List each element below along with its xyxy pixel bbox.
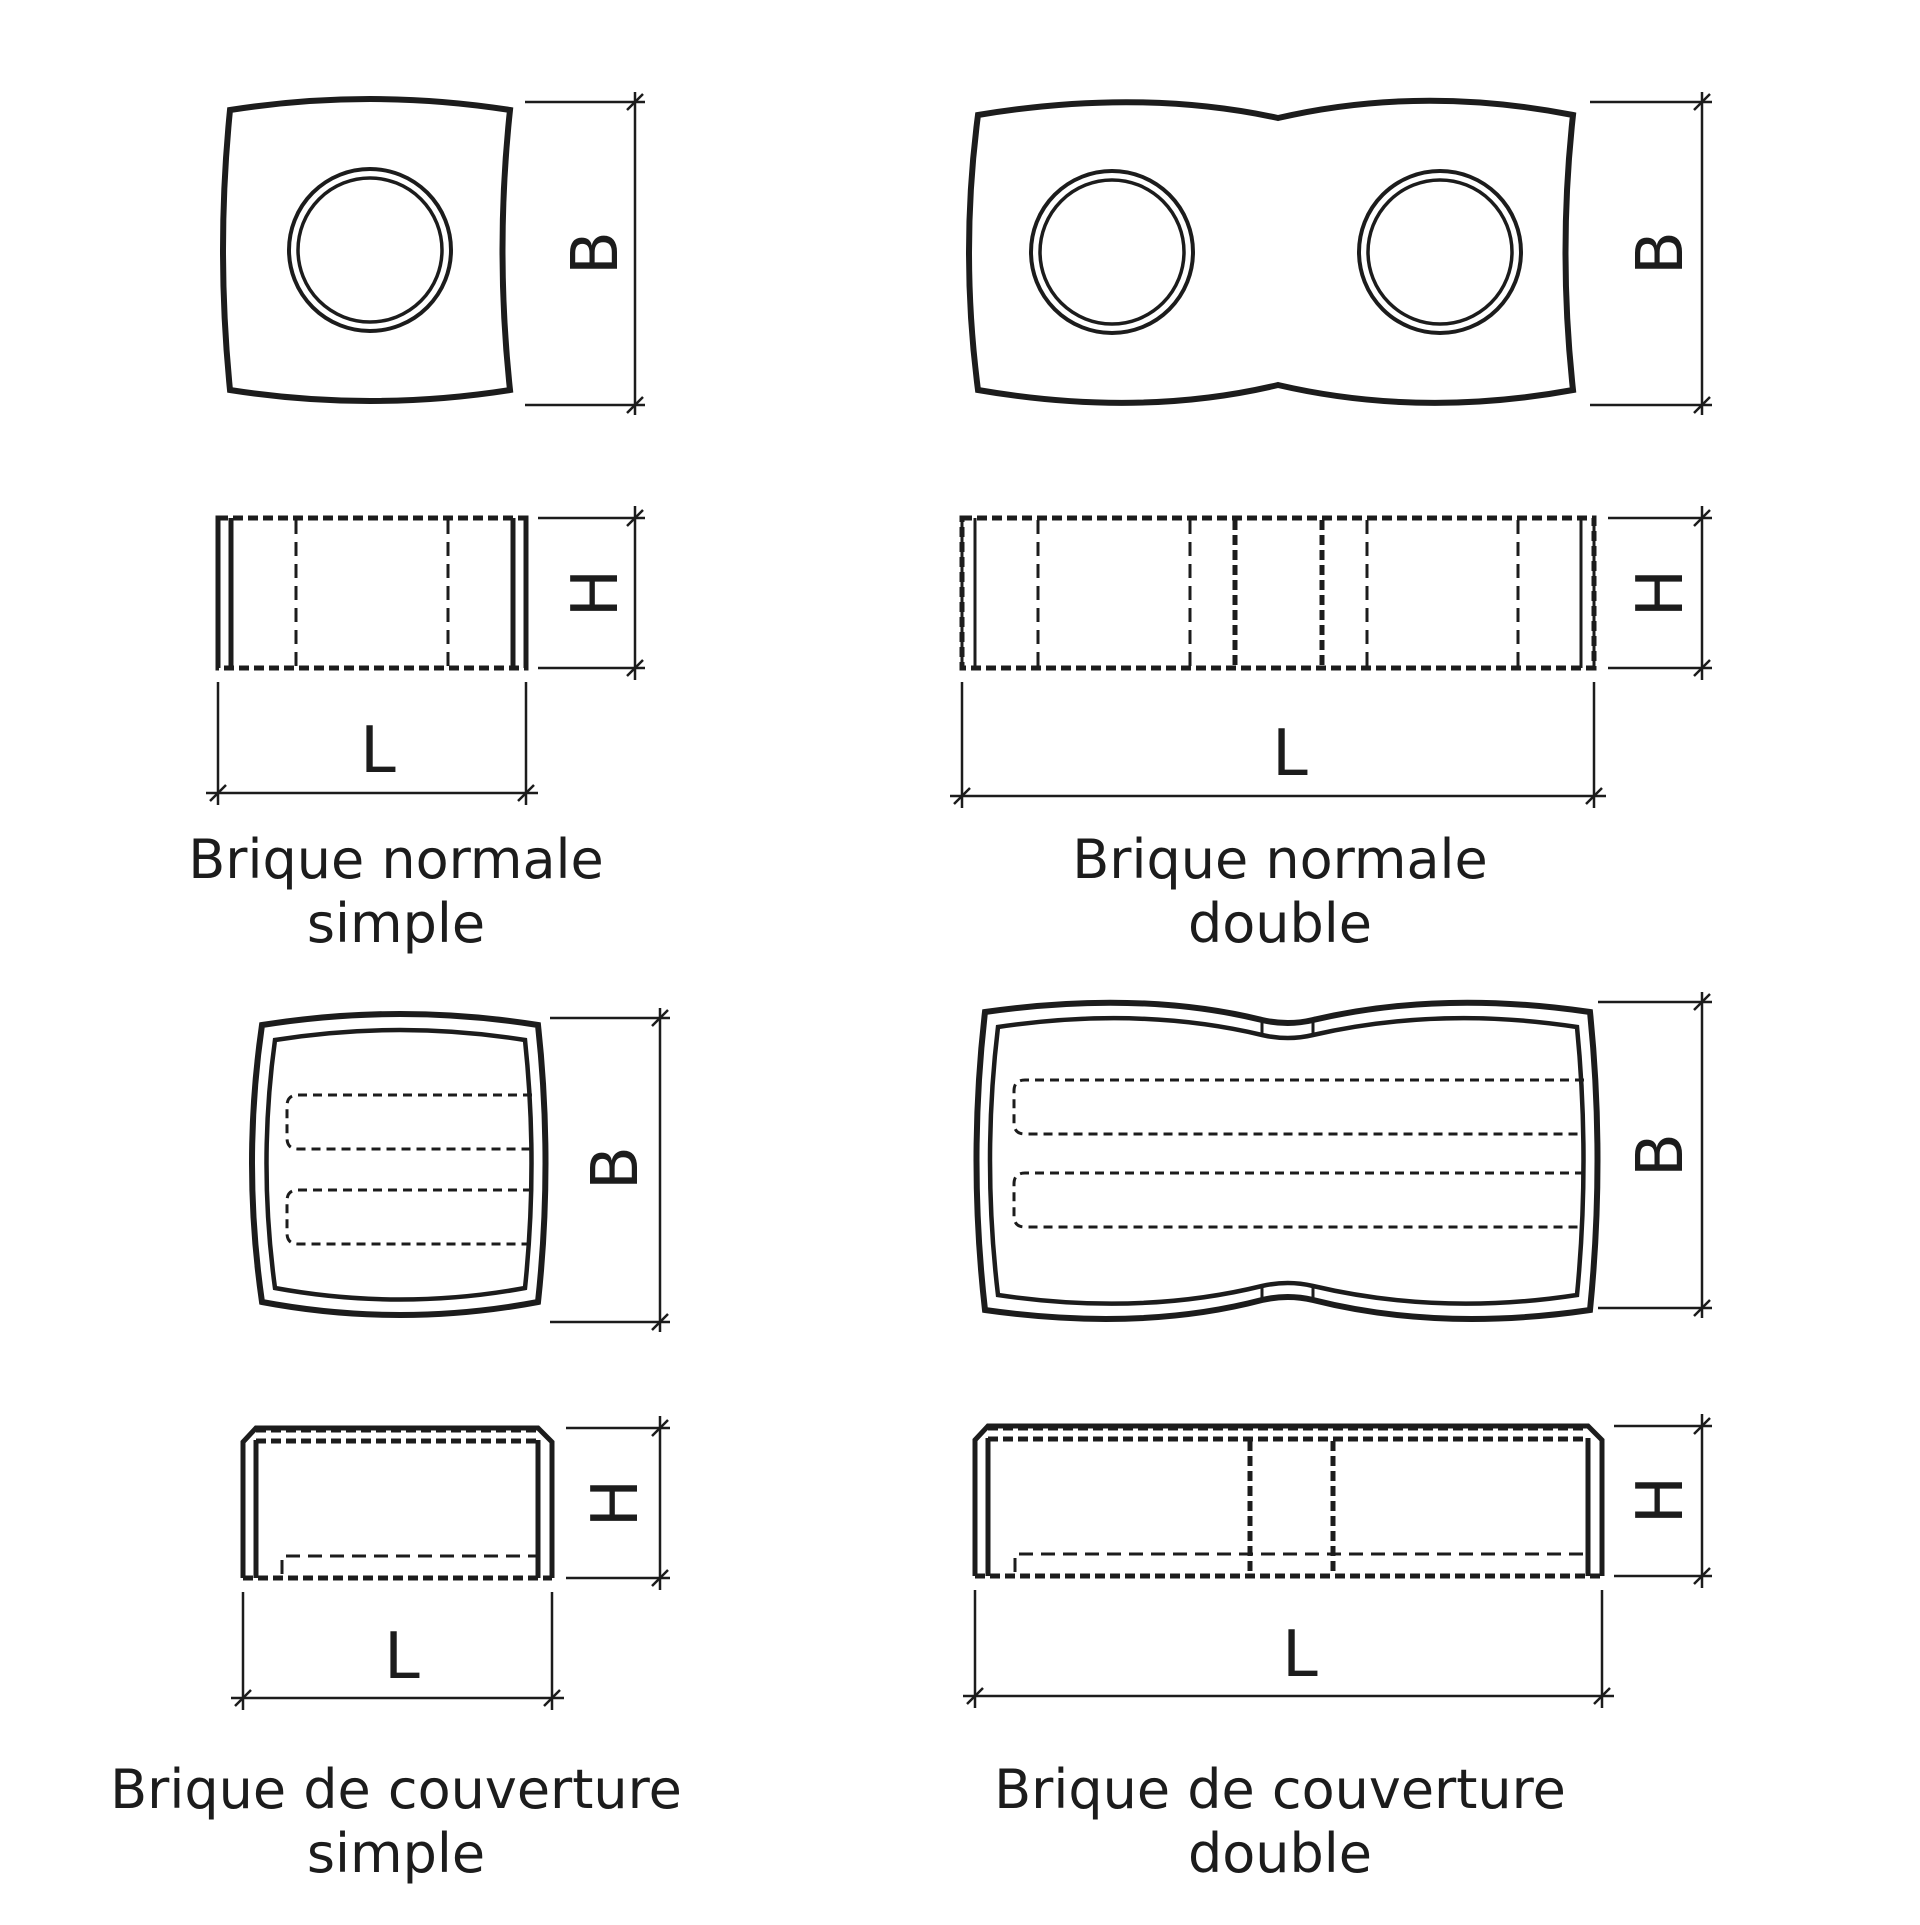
cover-simple-caption: Brique de couverture simple xyxy=(46,1758,746,1886)
normal-simple-top-outline xyxy=(220,96,514,404)
normal-double-caption: Brique normale double xyxy=(930,828,1630,956)
normal-simple-height-label: H xyxy=(559,569,633,617)
cover-double-height-label: H xyxy=(1624,1476,1698,1524)
normal-simple-length-label: L xyxy=(360,714,396,788)
cover-simple-side-view xyxy=(240,1425,555,1581)
cover-double-top-outline xyxy=(973,999,1601,1322)
normal-double-top-outline xyxy=(966,97,1577,406)
normal-double-hole-right-inner xyxy=(1366,178,1514,326)
normal-double-length-label: L xyxy=(1272,717,1308,791)
cover-double-hidden-grooves xyxy=(1012,1078,1584,1229)
cover-simple-length-label: L xyxy=(384,1620,420,1694)
cover-double-top-inner-rim xyxy=(987,1015,1586,1306)
normal-double-caption-line1: Brique normale xyxy=(1072,828,1488,891)
normal-simple-hidden-hole-lines xyxy=(294,520,450,666)
cover-double-waist-marks xyxy=(1260,1020,1315,1300)
cover-simple-height-dimension xyxy=(566,1416,670,1590)
cover-double-hidden-waist-lines xyxy=(1247,1441,1336,1574)
cover-simple-height-label: H xyxy=(579,1479,653,1527)
cover-double-brick-diagram: B H xyxy=(963,992,1712,1708)
cover-simple-top-outline xyxy=(249,1011,549,1318)
cover-simple-width-label: B xyxy=(579,1146,653,1190)
normal-double-hidden-waist-lines xyxy=(1232,520,1325,666)
cover-double-side-view xyxy=(972,1423,1605,1579)
normal-simple-caption-line2: simple xyxy=(306,892,486,955)
normal-double-length-dimension xyxy=(950,682,1606,808)
normal-double-hidden-hole-lines xyxy=(1036,520,1520,666)
normal-simple-width-dimension xyxy=(525,92,645,415)
normal-simple-side-ends xyxy=(215,518,529,668)
cover-simple-width-dimension xyxy=(550,1008,670,1332)
cover-double-top-hidden-edges xyxy=(988,1425,1588,1442)
cover-double-caption-line2: double xyxy=(1187,1822,1373,1885)
cover-simple-top-hidden-edges xyxy=(256,1427,538,1444)
normal-double-side-ends xyxy=(960,518,1596,668)
cover-simple-hidden-grooves xyxy=(285,1093,532,1246)
cover-double-length-dimension xyxy=(963,1590,1614,1708)
cover-double-length-label: L xyxy=(1282,1618,1318,1692)
normal-simple-caption: Brique normale simple xyxy=(46,828,746,956)
normal-double-hole-left-outer xyxy=(1029,169,1195,335)
normal-simple-brick-diagram: B H L xyxy=(206,92,645,805)
normal-simple-hole-outer xyxy=(287,167,453,333)
normal-simple-width-label: B xyxy=(559,231,633,275)
normal-double-width-dimension xyxy=(1590,92,1712,415)
cover-double-width-dimension xyxy=(1598,992,1712,1318)
normal-double-hole-left-inner xyxy=(1038,178,1186,326)
normal-double-height-dimension xyxy=(1608,506,1712,680)
normal-double-height-label: H xyxy=(1624,569,1698,617)
cover-simple-length-dimension xyxy=(231,1592,564,1710)
normal-double-brick-diagram: B H xyxy=(950,92,1712,808)
cover-double-hidden-groove xyxy=(1013,1552,1588,1572)
cover-simple-caption-line1: Brique de couverture xyxy=(110,1758,682,1821)
normal-double-width-label: B xyxy=(1624,231,1698,275)
normal-simple-caption-line1: Brique normale xyxy=(188,828,604,891)
cover-double-caption: Brique de couverture double xyxy=(930,1758,1630,1886)
cover-simple-top-inner-rim xyxy=(264,1027,534,1302)
normal-double-hole-right-outer xyxy=(1357,169,1523,335)
cover-double-width-label: B xyxy=(1624,1133,1698,1177)
normal-double-side-outline xyxy=(959,515,1597,671)
normal-simple-hole-inner xyxy=(296,176,444,324)
cover-simple-brick-diagram: B H L xyxy=(231,1008,670,1710)
cover-double-height-dimension xyxy=(1614,1414,1712,1588)
normal-double-caption-line2: double xyxy=(1187,892,1373,955)
cover-double-caption-line1: Brique de couverture xyxy=(994,1758,1566,1821)
normal-simple-length-dimension xyxy=(206,682,538,805)
normal-simple-height-dimension xyxy=(538,506,645,680)
normal-simple-side-outline xyxy=(215,515,529,671)
cover-simple-caption-line2: simple xyxy=(306,1822,486,1885)
cover-simple-hidden-groove xyxy=(280,1554,538,1574)
